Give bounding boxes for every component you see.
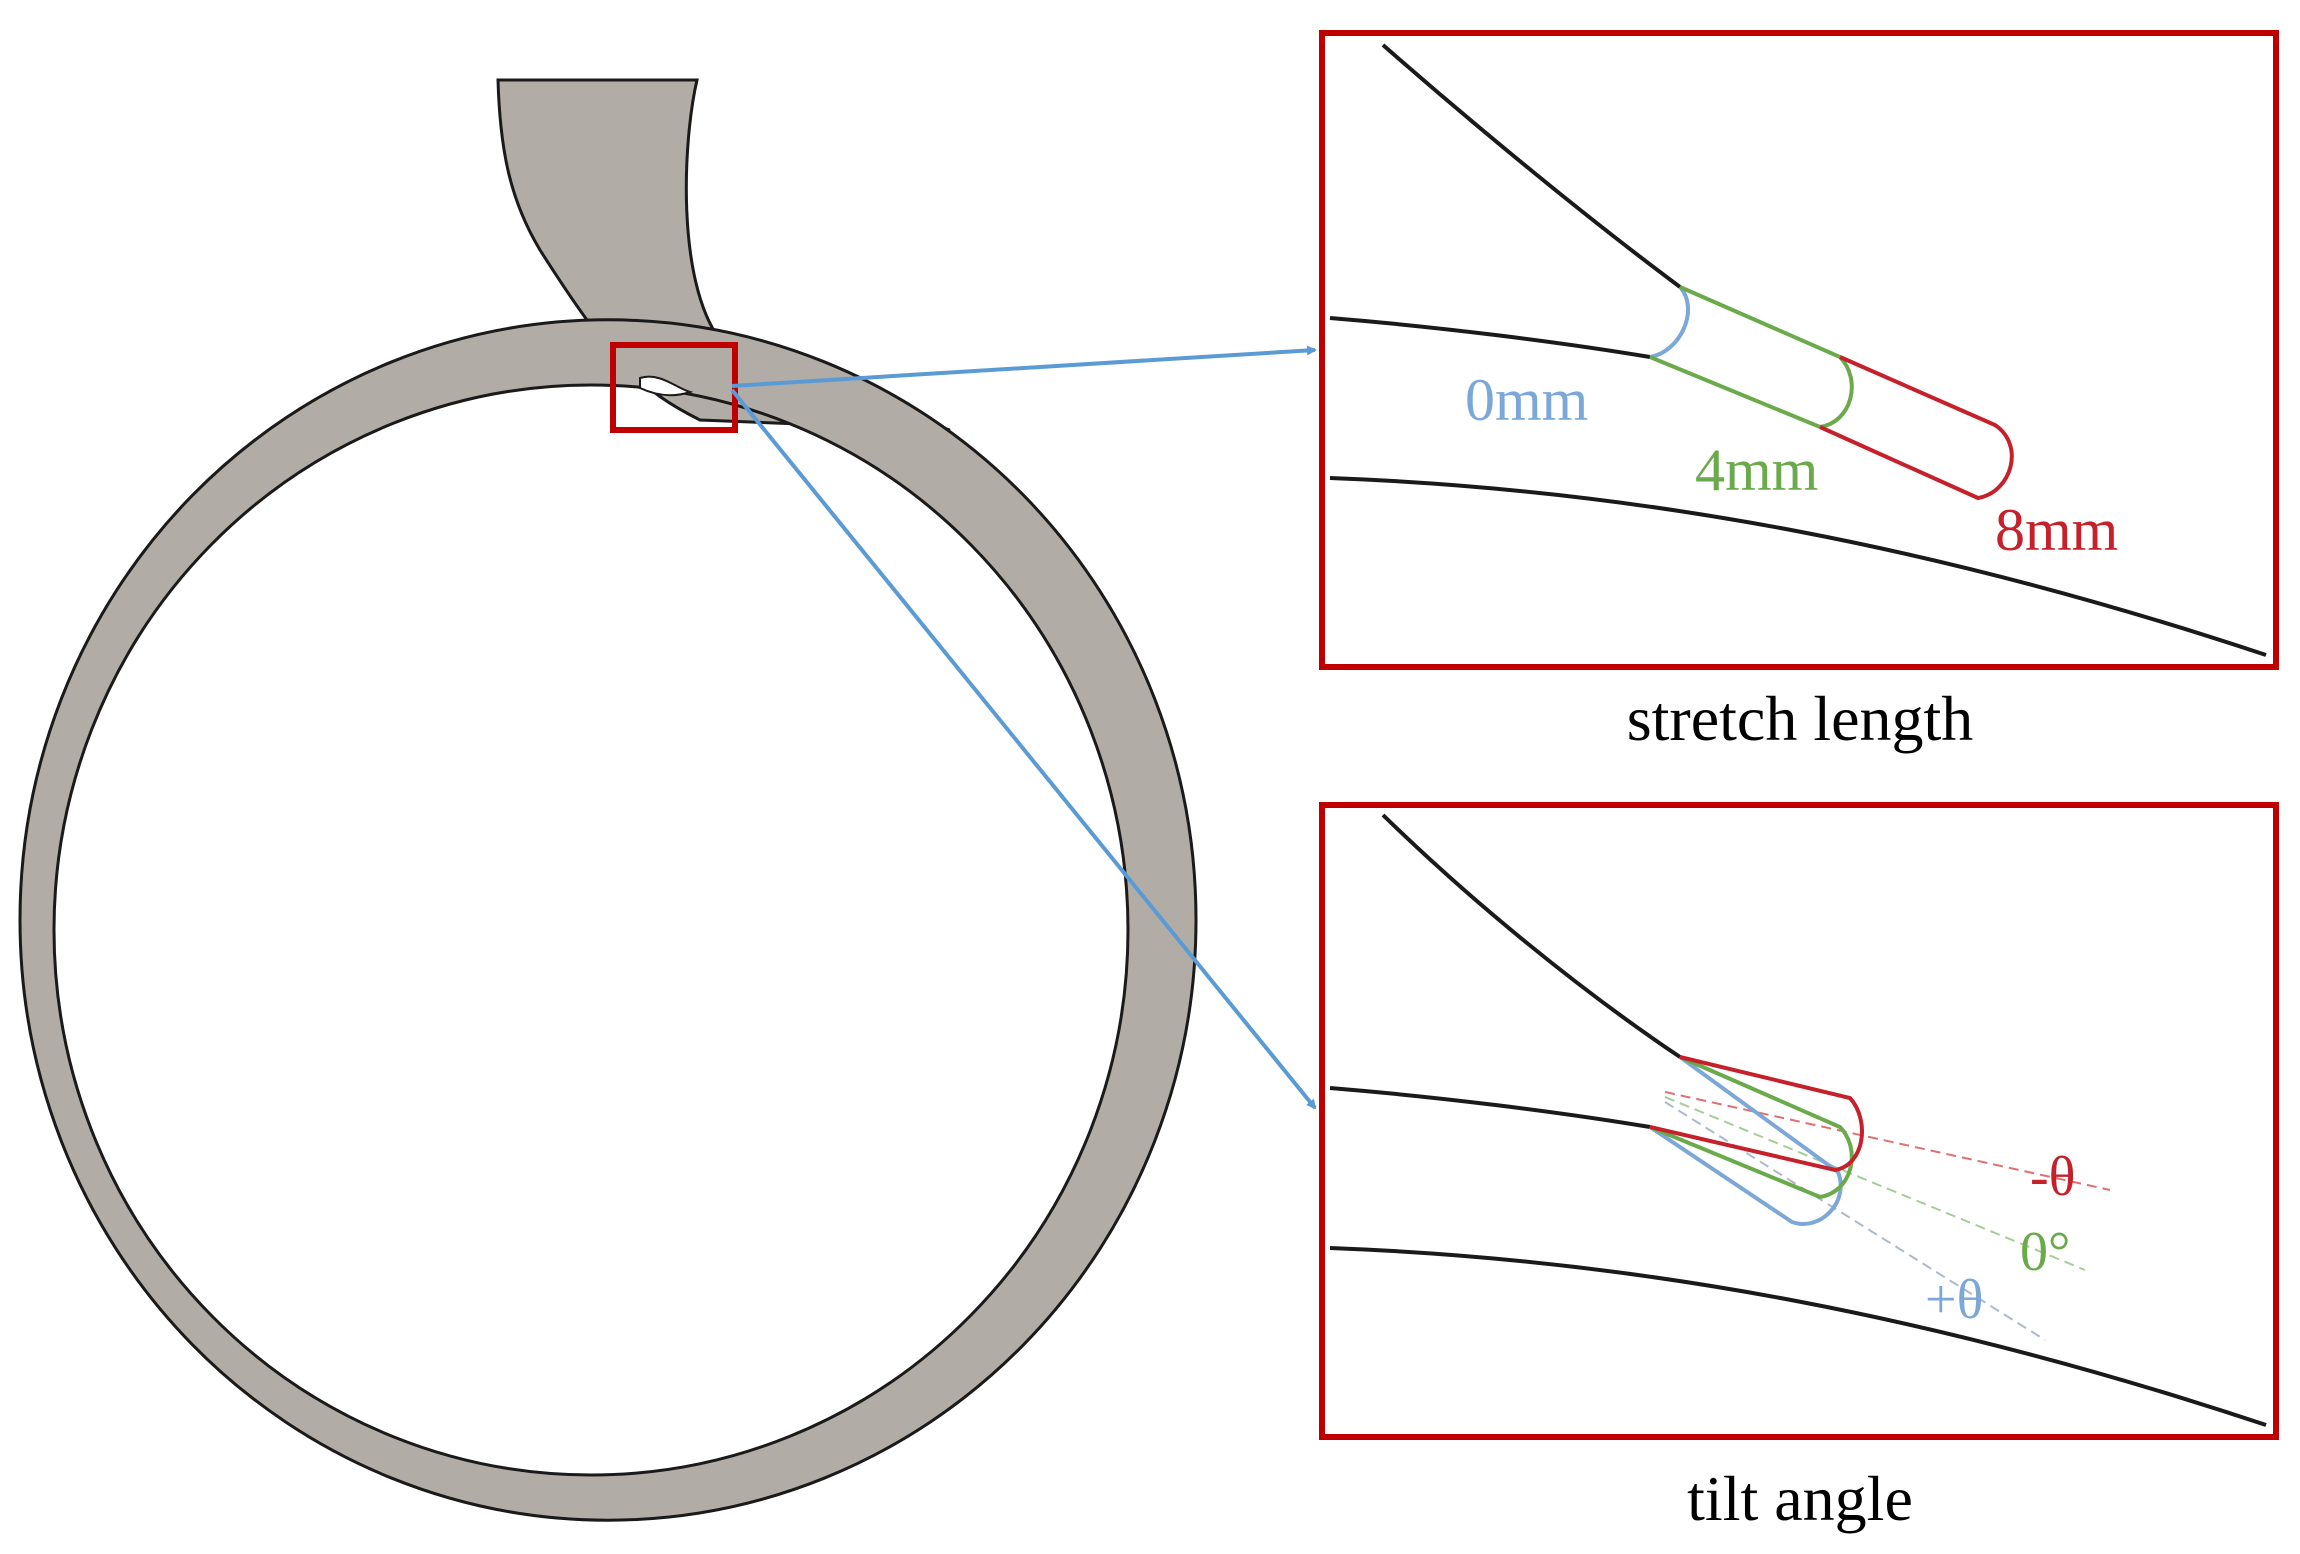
stretch-tongue-wall bbox=[1329, 316, 1651, 359]
tilt-caption: tilt angle bbox=[1687, 1463, 1913, 1534]
connector-arrows bbox=[730, 345, 1317, 1110]
label-4mm: 4mm bbox=[1695, 437, 1818, 503]
arrow-to-stretch-panel bbox=[731, 345, 1317, 388]
tilt-tongue-wall bbox=[1329, 1086, 1651, 1129]
label-8mm: 8mm bbox=[1995, 497, 2118, 563]
stretch-length-panel: 0mm 4mm 8mm bbox=[1319, 30, 2279, 670]
tilt-axis-zero bbox=[1664, 1096, 2086, 1271]
arrow-to-tilt-panel bbox=[730, 388, 1317, 1110]
label-neg-theta: -θ bbox=[2030, 1146, 2075, 1208]
label-zero-deg: 0° bbox=[2020, 1221, 2070, 1283]
label-0mm: 0mm bbox=[1465, 367, 1588, 433]
stretch-ring-wall bbox=[1329, 476, 2267, 657]
tilt-axis-neg bbox=[1664, 1091, 2111, 1191]
tilt-outlet-wall bbox=[1381, 813, 1682, 1059]
tilt-ring-wall bbox=[1329, 1246, 2267, 1427]
volute-tongue bbox=[639, 375, 694, 397]
stretch-panel-frame bbox=[1319, 30, 2279, 670]
stretch-caption: stretch length bbox=[1627, 683, 1974, 754]
stretch-tip-0mm bbox=[1649, 285, 1691, 359]
stretch-tip-4mm bbox=[1649, 285, 1854, 430]
tilt-tongue-pos bbox=[1648, 1055, 1843, 1226]
volute-ring bbox=[18, 318, 1198, 1522]
tilt-tongue-neg bbox=[1649, 1055, 1864, 1173]
tilt-axis-pos bbox=[1664, 1101, 2046, 1341]
label-pos-theta: +θ bbox=[1925, 1269, 1983, 1331]
stretch-outlet-wall bbox=[1381, 43, 1682, 289]
volute-body bbox=[18, 78, 1198, 1522]
stretch-tip-8mm bbox=[1819, 355, 2014, 501]
tilt-tongue-zero bbox=[1649, 1055, 1854, 1200]
tilt-angle-panel: -θ 0° +θ bbox=[1319, 802, 2279, 1440]
